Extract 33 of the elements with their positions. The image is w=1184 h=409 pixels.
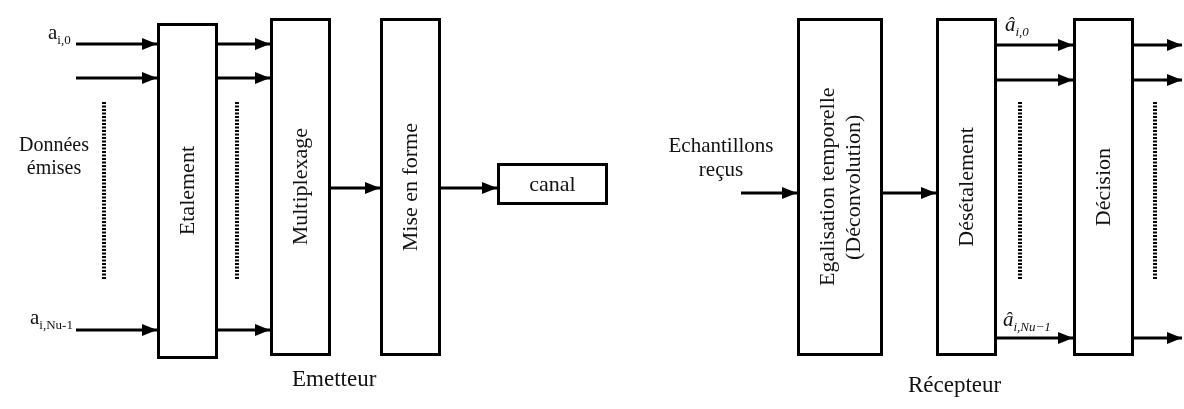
- process-box: [157, 23, 218, 359]
- block-label: Etalement: [174, 146, 201, 236]
- arrow: [997, 74, 1073, 86]
- block-label: Décision: [1090, 147, 1117, 227]
- process-box: [380, 18, 441, 356]
- arrow: [441, 182, 497, 194]
- arrow: [1134, 332, 1182, 344]
- process-box: [936, 18, 997, 356]
- arrow: [883, 187, 936, 199]
- arrow: [997, 39, 1073, 51]
- arrow: [218, 324, 270, 336]
- block-label: Egalisation temporelle (Déconvolution): [813, 86, 866, 289]
- arrow: [76, 38, 157, 50]
- block-label: Mise en forme: [397, 122, 424, 252]
- arrow: [76, 72, 157, 84]
- process-box: [797, 18, 883, 356]
- section-caption: Récepteur: [908, 372, 1002, 399]
- block-label: Multiplexage: [287, 128, 314, 246]
- arrow: [1134, 39, 1182, 51]
- arrow: [218, 38, 270, 50]
- arrow: [741, 187, 797, 199]
- arrow: [1134, 74, 1182, 86]
- block-label: Désétalement: [953, 127, 980, 247]
- arrow: [997, 332, 1073, 344]
- process-box: [270, 18, 331, 356]
- arrow: [218, 72, 270, 84]
- process-box: [1073, 18, 1134, 356]
- block-label: canal: [529, 170, 576, 198]
- section-caption: Emetteur: [292, 366, 377, 393]
- arrow: [331, 182, 380, 194]
- input-label: Données émises: [18, 133, 90, 179]
- process-box: [497, 163, 608, 205]
- arrow: [76, 324, 157, 336]
